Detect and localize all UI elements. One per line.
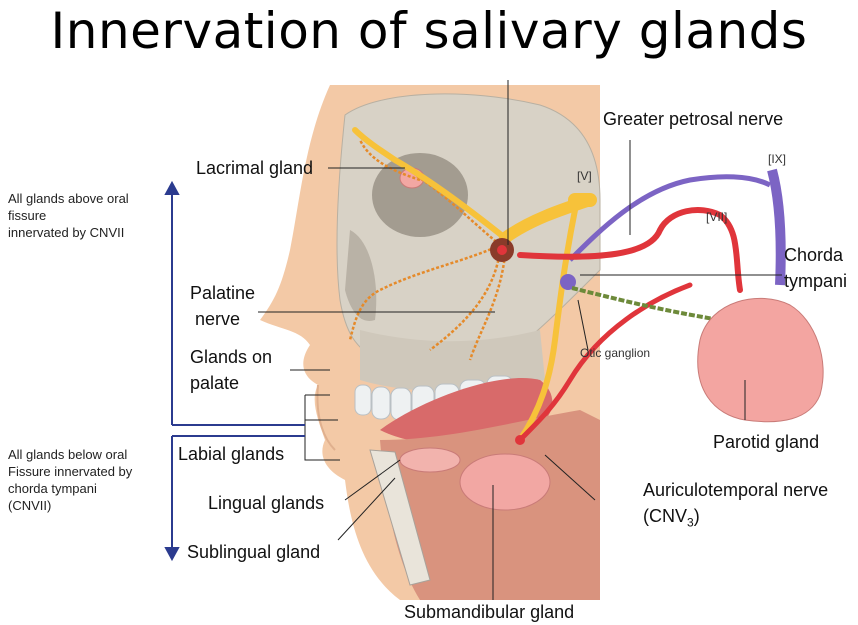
auriculotemporal-text: (CNV [643, 506, 687, 526]
submandibular-ganglion [515, 435, 525, 445]
chorda-label-1: Chorda [784, 245, 844, 265]
sublingual-gland [399, 447, 461, 473]
mandible-section [369, 449, 431, 586]
parotid-label: Parotid gland [713, 432, 820, 452]
auriculotemporal-branch [571, 286, 721, 322]
trigeminal-nerve [352, 127, 597, 443]
facial-nerve [517, 207, 743, 441]
leader-lines [258, 80, 782, 600]
otic-ganglion-label: Otic ganglion [580, 346, 651, 360]
below-fissure-note: All glands below oral Fissure innervated… [8, 446, 132, 514]
glands-palate-label-1: Glands on [190, 347, 273, 367]
chorda-label-2: tympani [784, 271, 848, 291]
greater-petrosal-label: Greater petrosal nerve [603, 109, 784, 129]
cn-v-label: [V] [577, 169, 592, 183]
cn-ix-label: [IX] [768, 152, 787, 166]
submandibular-gland [459, 453, 551, 511]
glands-palate-label-2: palate [190, 373, 240, 393]
sublingual-label: Sublingual gland [187, 542, 321, 562]
note-line: (CNVII) [8, 498, 52, 513]
cn-ix-trunk [767, 168, 786, 286]
orbit [372, 153, 468, 237]
auriculotemporal-label-2: (CNV3) [643, 505, 700, 534]
labial-label: Labial glands [178, 444, 285, 464]
note-line: fissure [8, 208, 47, 223]
note-line: All glands above oral [8, 191, 129, 206]
otic-ganglion [560, 274, 576, 290]
submandibular-label: Submandibular gland [404, 602, 575, 622]
page-title: Innervation of salivary glands [50, 2, 808, 60]
auriculotemporal-close: ) [693, 506, 700, 526]
palatine-label-1: Palatine [190, 283, 256, 303]
palatine-label-2: nerve [195, 309, 241, 329]
parotid-gland [697, 298, 824, 423]
above-fissure-note: All glands above oral fissure innervated… [8, 190, 129, 241]
lacrimal-label: Lacrimal gland [196, 158, 314, 178]
glossopharyngeal-nerve [568, 174, 772, 262]
note-line: All glands below oral [8, 447, 128, 462]
note-line: chorda tympani [8, 481, 97, 496]
chin-outline [316, 384, 336, 451]
cn-vii-label: [VII] [706, 210, 728, 224]
note-line: Fissure innervated by [8, 464, 133, 479]
auriculotemporal-subscript: 3 [687, 515, 694, 530]
oral-fissure-arrows [164, 180, 305, 562]
lingual-label: Lingual glands [208, 493, 325, 513]
auriculotemporal-label-1: Auriculotemporal nerve [643, 480, 829, 500]
note-line: innervated by CNVII [8, 225, 125, 240]
